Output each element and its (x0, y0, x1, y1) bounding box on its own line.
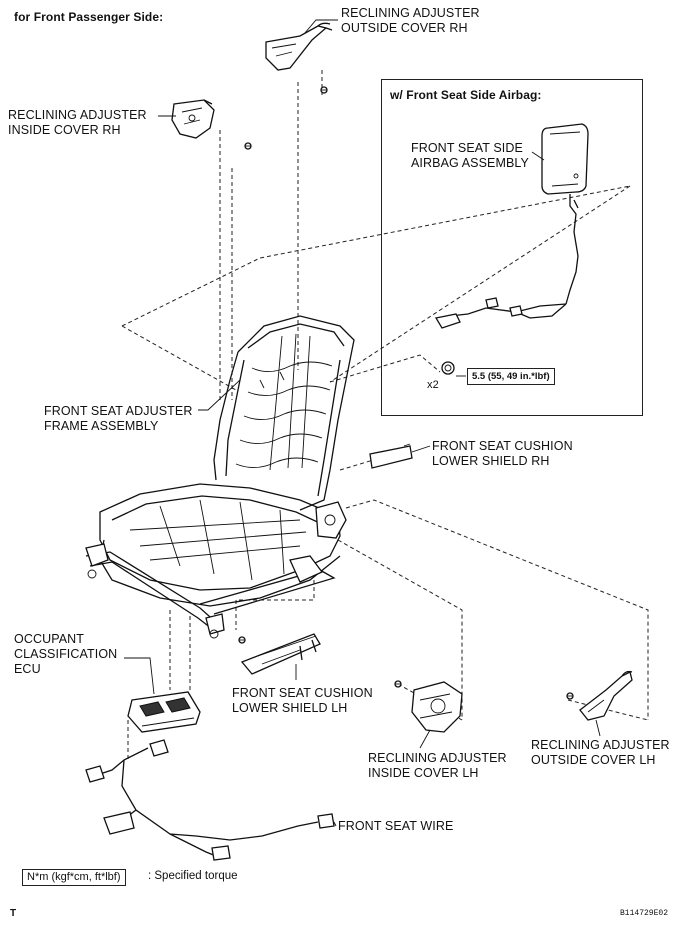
screw-4 (394, 680, 402, 688)
diagram-title: for Front Passenger Side: (14, 10, 164, 24)
label-frame-assembly: FRONT SEAT ADJUSTER FRAME ASSEMBLY (44, 404, 192, 434)
airbag-nut (441, 361, 455, 375)
label-line: LOWER SHIELD RH (432, 454, 550, 468)
label-line: FRONT SEAT SIDE (411, 141, 523, 155)
seat-frame-assembly-part (85, 315, 355, 639)
label-line: OUTSIDE COVER LH (531, 753, 656, 767)
label-cushion-shield-rh: FRONT SEAT CUSHION LOWER SHIELD RH (432, 439, 573, 469)
screw-3 (238, 636, 246, 644)
airbag-assembly-part (434, 123, 589, 329)
label-line: FRONT SEAT CUSHION (232, 686, 373, 700)
figure-code: B114729E02 (620, 909, 669, 918)
label-occupant-ecu: OCCUPANT CLASSIFICATION ECU (14, 632, 117, 677)
occupant-ecu-part (127, 691, 201, 733)
legend-units-box: N*m (kgf*cm, ft*lbf) (22, 869, 126, 886)
airbag-inset-frame (381, 79, 643, 416)
label-line: ECU (14, 662, 41, 676)
reclining-inside-cover-rh-part (171, 99, 215, 139)
assembly-dashed-lines (121, 70, 649, 760)
label-line: FRONT SEAT ADJUSTER (44, 404, 193, 418)
label-seat-wire: FRONT SEAT WIRE (338, 819, 454, 833)
label-line: RECLINING ADJUSTER (531, 738, 670, 752)
label-line: OUTSIDE COVER RH (341, 21, 468, 35)
screw-1 (320, 86, 328, 94)
label-line: OCCUPANT (14, 632, 85, 646)
label-line: CLASSIFICATION (14, 647, 118, 661)
cushion-shield-rh-part (369, 443, 413, 469)
label-line: LOWER SHIELD LH (232, 701, 348, 715)
cushion-shield-lh-part (240, 633, 321, 675)
label-reclining-inside-lh: RECLINING ADJUSTER INSIDE COVER LH (368, 751, 507, 781)
seat-wire-harness-part (85, 739, 335, 861)
label-cushion-shield-lh: FRONT SEAT CUSHION LOWER SHIELD LH (232, 686, 373, 716)
screw-5 (566, 692, 574, 700)
footer-mark: T (10, 908, 17, 919)
label-reclining-outside-rh: RECLINING ADJUSTER OUTSIDE COVER RH (341, 6, 480, 36)
label-line: INSIDE COVER RH (8, 123, 121, 137)
label-reclining-outside-lh: RECLINING ADJUSTER OUTSIDE COVER LH (531, 738, 670, 768)
reclining-inside-cover-lh-part (411, 681, 463, 733)
reclining-outside-cover-lh-part (579, 670, 633, 721)
label-line: FRONT SEAT CUSHION (432, 439, 573, 453)
inset-title: w/ Front Seat Side Airbag: (390, 88, 542, 102)
label-airbag-assembly: FRONT SEAT SIDE AIRBAG ASSEMBLY (411, 141, 529, 171)
label-line: RECLINING ADJUSTER (368, 751, 507, 765)
screw-2 (244, 142, 252, 150)
label-line: RECLINING ADJUSTER (341, 6, 480, 20)
label-line: RECLINING ADJUSTER (8, 108, 147, 122)
label-reclining-inside-rh: RECLINING ADJUSTER INSIDE COVER RH (8, 108, 147, 138)
leader-lines (124, 19, 601, 827)
torque-spec-box: 5.5 (55, 49 in.*lbf) (467, 368, 555, 385)
reclining-outside-cover-rh-part (265, 22, 333, 71)
label-line: FRAME ASSEMBLY (44, 419, 159, 433)
label-line: INSIDE COVER LH (368, 766, 479, 780)
torque-quantity: x2 (427, 379, 439, 391)
label-line: AIRBAG ASSEMBLY (411, 156, 529, 170)
legend-description: : Specified torque (148, 870, 238, 882)
